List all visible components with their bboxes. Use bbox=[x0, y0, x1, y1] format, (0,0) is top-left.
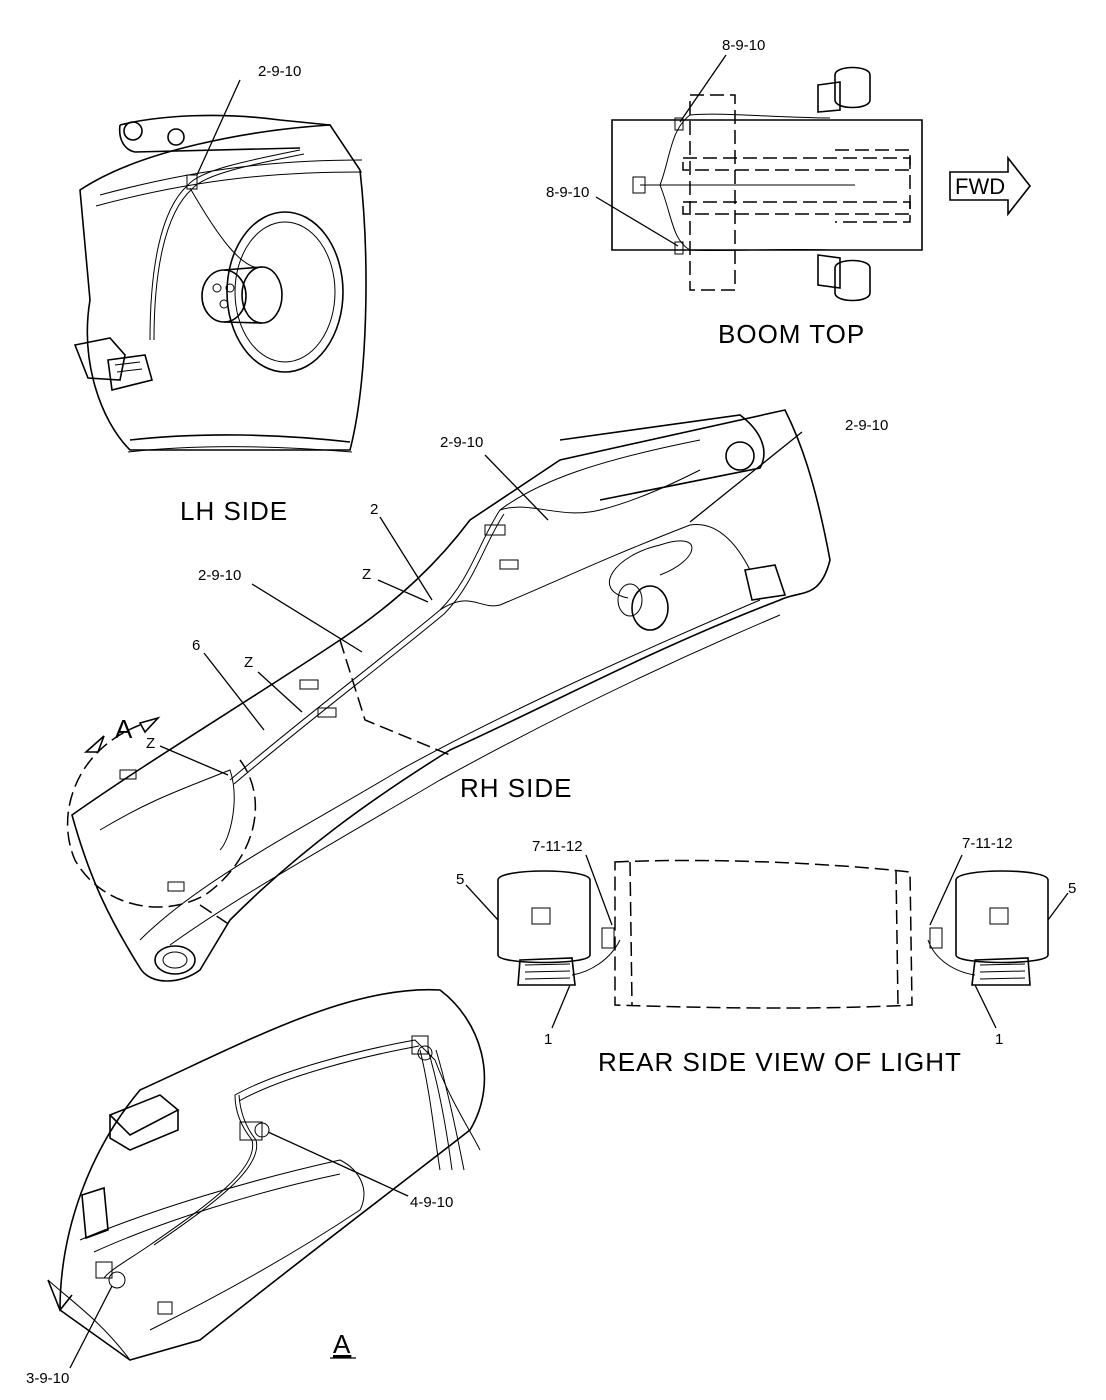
rh-clip-mid-callout: 2-9-10 bbox=[198, 567, 241, 584]
rh-wire-leader bbox=[203, 652, 265, 731]
rh-z-upper-leader bbox=[377, 579, 429, 603]
rh-clip-top-callout: 2-9-10 bbox=[440, 434, 483, 451]
rh-z-lower-leader bbox=[159, 745, 229, 776]
detail-a-callout: A bbox=[115, 714, 133, 744]
rear-lamp-right-callout: 5 bbox=[1068, 880, 1076, 897]
lh-side-label: LH SIDE bbox=[180, 496, 288, 526]
rear-lamp-right-leader bbox=[1047, 892, 1069, 921]
rear-bracket-left-leader bbox=[585, 854, 613, 926]
detail-clip-upper-leader bbox=[267, 1131, 409, 1197]
rh-z-upper-callout: Z bbox=[362, 566, 371, 583]
rear-bracket-left-callout: 7-11-12 bbox=[532, 838, 583, 855]
rh-clip-right-callout: 2-9-10 bbox=[845, 417, 888, 434]
rh-z-mid-leader bbox=[257, 671, 303, 713]
top-clip-lower-callout: 8-9-10 bbox=[546, 184, 589, 201]
rear-item-left-callout: 1 bbox=[544, 1031, 552, 1048]
rear-item-right-callout: 1 bbox=[995, 1031, 1003, 1048]
rh-side-view bbox=[66, 409, 831, 982]
rh-z-mid-callout: Z bbox=[244, 654, 253, 671]
detail-a-label: A bbox=[333, 1329, 351, 1359]
rh-side-label: RH SIDE bbox=[460, 773, 572, 803]
top-clip-upper-leader bbox=[679, 54, 727, 123]
rh-clip-mid-leader bbox=[251, 583, 363, 653]
lh-clip-callout: 2-9-10 bbox=[258, 63, 301, 80]
rear-item-right-leader bbox=[974, 984, 997, 1029]
rh-wire-callout: 6 bbox=[192, 637, 200, 654]
fwd-arrow: FWD bbox=[949, 155, 1032, 217]
top-clip-upper-callout: 8-9-10 bbox=[722, 37, 765, 54]
top-clip-lower-leader bbox=[595, 196, 679, 247]
detail-clip-lower-callout: 3-9-10 bbox=[26, 1370, 69, 1387]
boom-top-label: BOOM TOP bbox=[718, 319, 865, 349]
rear-item-left-leader bbox=[551, 984, 571, 1029]
lh-clip-leader bbox=[196, 79, 241, 176]
boom-top-view bbox=[611, 66, 923, 302]
detail-a-view bbox=[47, 988, 486, 1361]
detail-clip-upper-callout: 4-9-10 bbox=[410, 1194, 453, 1211]
rh-clip-right-leader bbox=[689, 431, 803, 523]
rear-light-view bbox=[497, 859, 1049, 1009]
rh-harness-callout: 2 bbox=[370, 501, 378, 518]
lh-side-view bbox=[73, 114, 367, 453]
rear-lamp-left-callout: 5 bbox=[456, 871, 464, 888]
rh-clip-top-leader bbox=[484, 454, 549, 521]
rear-bracket-right-leader bbox=[929, 854, 963, 926]
fwd-label: FWD bbox=[955, 174, 1005, 199]
rear-lamp-left-leader bbox=[465, 884, 499, 921]
rh-harness-leader bbox=[379, 516, 433, 601]
rear-bracket-right-callout: 7-11-12 bbox=[962, 835, 1013, 852]
detail-clip-lower-leader bbox=[69, 1285, 113, 1369]
rear-side-label: REAR SIDE VIEW OF LIGHT bbox=[598, 1047, 962, 1077]
rh-z-lower-callout: Z bbox=[146, 735, 155, 752]
